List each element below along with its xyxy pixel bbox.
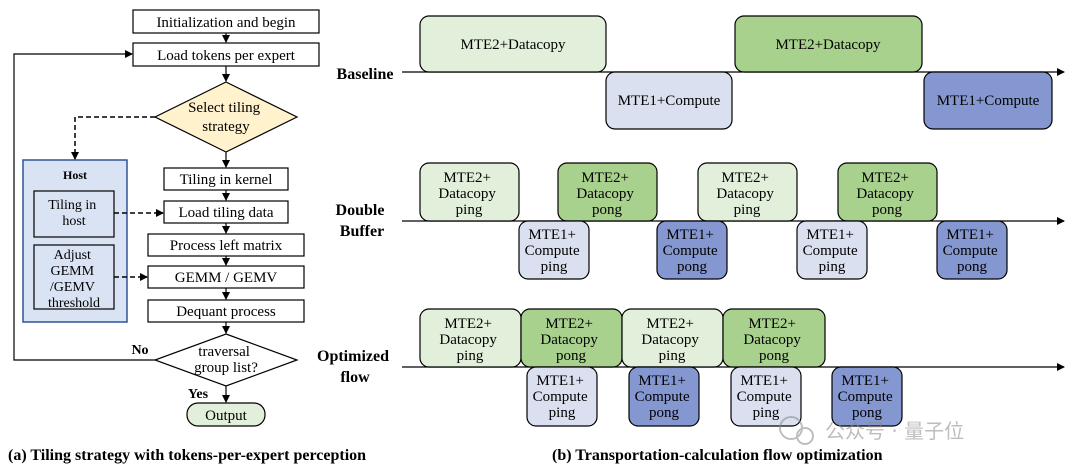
db-mte1-pong-1-label: MTE1+ Compute pong	[663, 227, 722, 275]
db-mte1-pong-1	[656, 220, 728, 280]
baseline-mte2-block-2	[734, 15, 923, 73]
opt-mte2-pong-2-label: MTE2+ Datacopy pong	[743, 316, 804, 364]
opt-mte1-pong-1	[628, 366, 700, 427]
db-mte2-pong-2	[837, 162, 938, 222]
init-label: Initialization and begin	[156, 15, 296, 31]
host-title: Host	[63, 168, 87, 182]
select-tiling-label: Select tiling strategy	[188, 100, 264, 135]
output-label: Output	[205, 408, 248, 424]
wechat-icon-inner	[796, 427, 814, 445]
baseline-mte2-label-1: MTE2+Datacopy	[460, 37, 566, 53]
row-label-baseline: Baseline	[337, 66, 394, 83]
db-mte1-ping-1-label: MTE1+ Compute ping	[525, 227, 584, 275]
baseline-mte1-label-1: MTE1+Compute	[618, 93, 721, 109]
flow-connectors	[13, 33, 230, 403]
load-tiling-label: Load tiling data	[179, 205, 274, 221]
db-mte1-ping-2	[796, 220, 868, 280]
db-mte1-ping-2-label: MTE1+ Compute ping	[803, 227, 862, 275]
opt-mte2-ping-1-label: MTE2+ Datacopy ping	[439, 316, 500, 364]
optimized-mte1-blocks: MTE1+ Compute ping MTE1+ Compute pong MT…	[526, 366, 903, 427]
db-mte1-pong-2-label: MTE1+ Compute pong	[943, 227, 1002, 275]
baseline-mte1-block-2	[923, 71, 1053, 130]
caption-a: (a) Tiling strategy with tokens-per-expe…	[8, 447, 366, 464]
double-buffer-mte1-blocks: MTE1+ Compute ping MTE1+ Compute pong MT…	[518, 220, 1008, 280]
double-buffer-mte2-blocks: MTE2+ Datacopy ping MTE2+ Datacopy pong …	[419, 162, 938, 222]
gemm-label: GEMM / GEMV	[175, 270, 278, 286]
row-label-optimized: Optimized flow	[317, 348, 393, 386]
baseline-mte2-label-2: MTE2+Datacopy	[775, 37, 881, 53]
db-mte1-ping-1	[518, 220, 590, 280]
branch-no-label: No	[131, 343, 148, 358]
watermark: 公众号 · 量子位	[779, 416, 964, 445]
branch-yes-label: Yes	[188, 387, 209, 402]
db-mte2-pong-2-label: MTE2+ Datacopy pong	[856, 170, 917, 218]
caption-b: (b) Transportation-calculation flow opti…	[552, 447, 883, 464]
adjust-threshold-box	[33, 244, 115, 310]
opt-mte1-ping-2-label: MTE1+ Compute ping	[737, 373, 796, 421]
process-left-label: Process left matrix	[170, 238, 283, 254]
row-label-double-buffer: Double Buffer	[336, 202, 389, 240]
db-mte2-ping-1	[419, 162, 520, 222]
baseline-mte1-block-1	[605, 71, 733, 130]
baseline-mte2-block-1	[419, 15, 607, 73]
select-tiling-diamond	[153, 81, 299, 153]
watermark-text: 公众号 · 量子位	[825, 419, 964, 443]
baseline-mte1-label-2: MTE1+Compute	[937, 93, 1040, 109]
opt-mte2-pong-1-label: MTE2+ Datacopy pong	[540, 316, 601, 364]
db-mte2-pong-1-label: MTE2+ Datacopy pong	[576, 170, 637, 218]
db-mte2-ping-2-label: MTE2+ Datacopy ping	[716, 170, 777, 218]
db-mte2-pong-1	[557, 162, 658, 222]
traversal-label: traversal group list?	[194, 344, 258, 376]
opt-mte1-pong-2	[831, 366, 903, 427]
opt-mte1-ping-2	[730, 366, 802, 427]
optimized-mte2-blocks: MTE2+ Datacopy ping MTE2+ Datacopy pong …	[419, 308, 826, 368]
opt-mte1-pong-2-label: MTE1+ Compute pong	[838, 373, 897, 421]
host-connectors	[71, 116, 164, 281]
output-box	[186, 402, 266, 427]
tiling-kernel-label: Tiling in kernel	[180, 172, 273, 188]
tiling-host-box	[33, 190, 115, 238]
db-mte2-ping-2	[697, 162, 798, 222]
flowchart-panel: Host Tiling in host Adjust GEMM /GEMV th…	[8, 9, 366, 464]
opt-mte1-ping-1	[526, 366, 598, 427]
tiling-host-label: Tiling in host	[48, 198, 100, 229]
db-mte1-pong-2	[936, 220, 1008, 280]
dequant-label: Dequant process	[176, 304, 276, 320]
load-tokens-label: Load tokens per expert	[157, 48, 296, 64]
db-mte2-ping-1-label: MTE2+ Datacopy ping	[438, 170, 499, 218]
opt-mte2-ping-2-label: MTE2+ Datacopy ping	[641, 316, 702, 364]
opt-mte1-ping-1-label: MTE1+ Compute ping	[533, 373, 592, 421]
timeline-panel: Baseline Double Buffer Optimized flow MT…	[317, 15, 1065, 464]
opt-mte1-pong-1-label: MTE1+ Compute pong	[635, 373, 694, 421]
adjust-threshold-label: Adjust GEMM /GEMV threshold	[48, 248, 100, 311]
